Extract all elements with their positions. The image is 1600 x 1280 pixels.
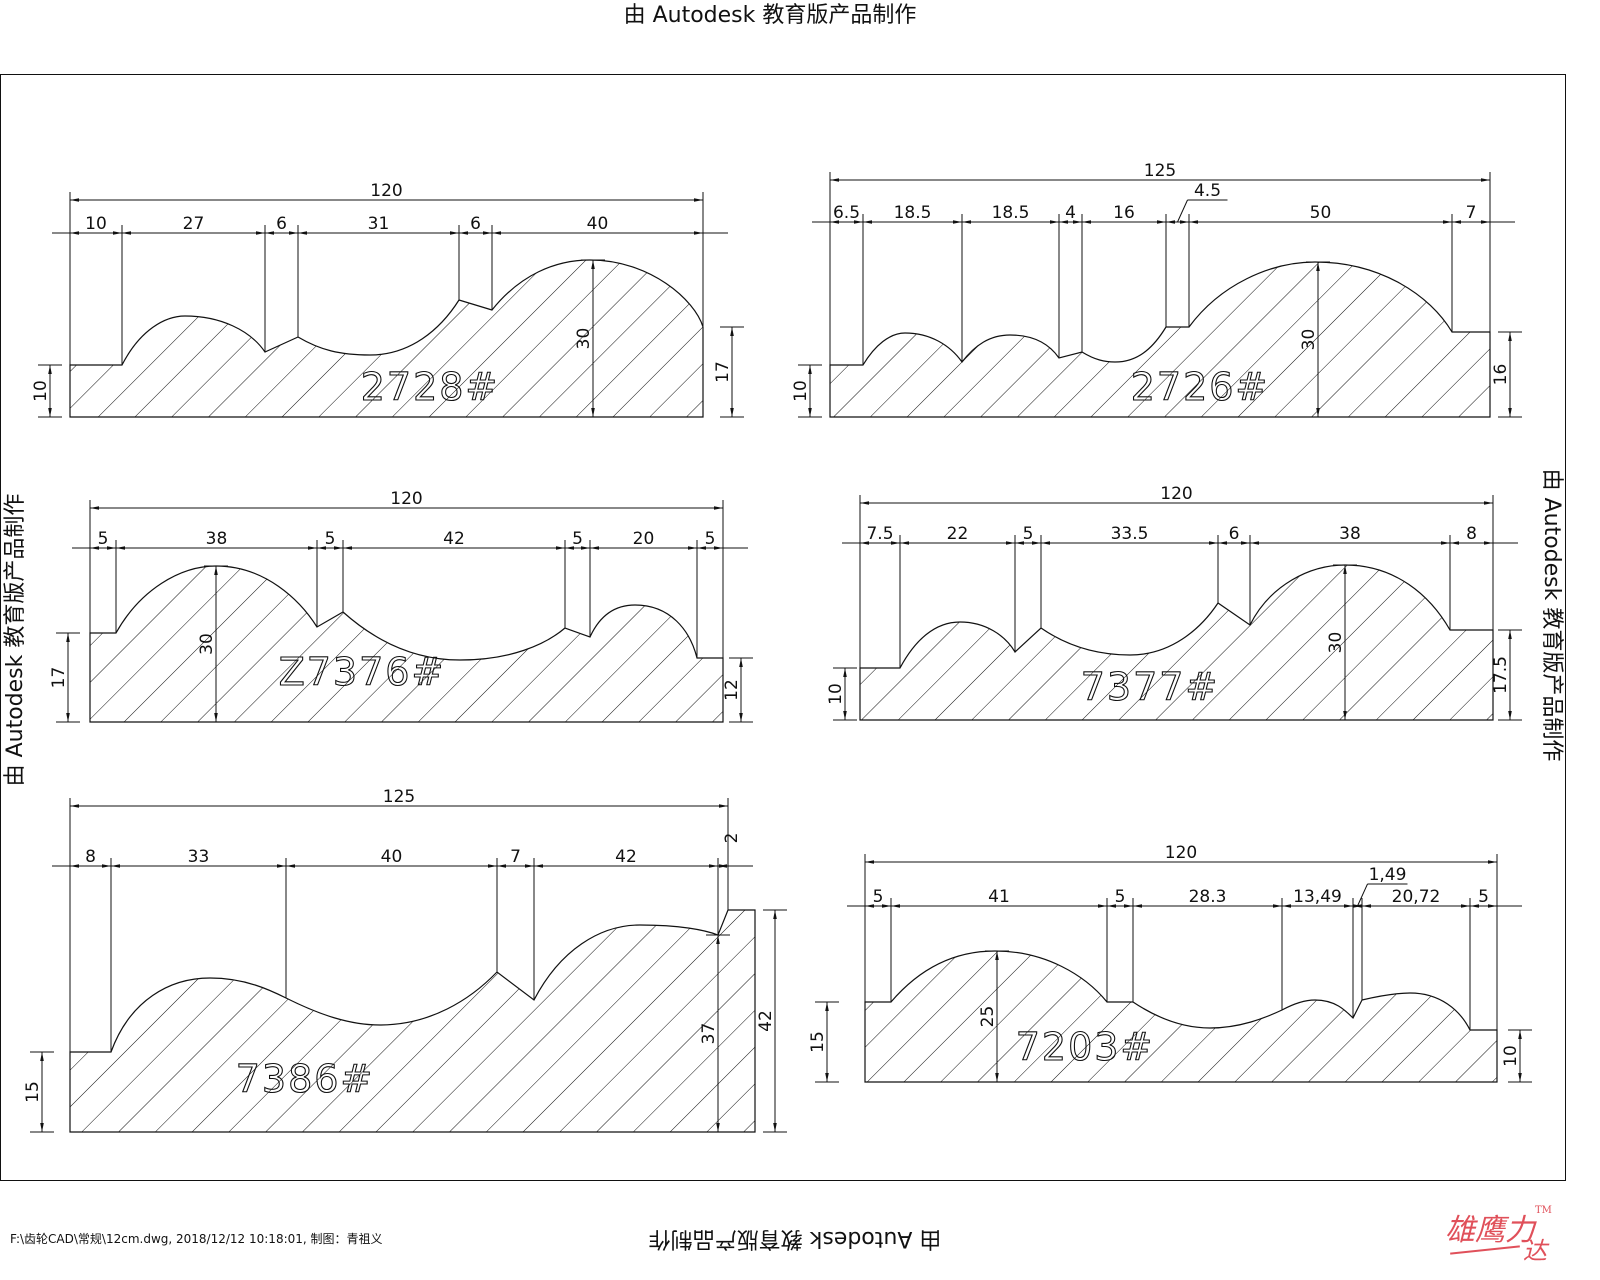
- right-height-dimension-label: 17.5: [1491, 656, 1511, 694]
- overall-dimension-label: 120: [390, 489, 422, 509]
- segment-dimension-label: 33: [188, 847, 210, 867]
- segment-dimension-label: 20: [633, 529, 655, 549]
- profile-id-label: 7386#: [236, 1057, 375, 1101]
- segment-dimension-label: 38: [1339, 524, 1361, 544]
- segment-dimension-label: 38: [206, 529, 228, 549]
- file-path-footer: F:\齿轮CAD\常规\12cm.dwg, 2018/12/12 10:18:0…: [10, 1232, 383, 1246]
- segment-dimension-label: 42: [615, 847, 637, 867]
- profile-height-dimension-label: 30: [197, 633, 217, 655]
- right-height-dimension-label: 10: [1501, 1045, 1521, 1067]
- watermark-left: 由 Autodesk 教育版产品制作: [3, 494, 28, 787]
- segment-dimension-label: 5: [572, 529, 583, 549]
- segment-dimension-label: 5: [98, 529, 109, 549]
- profile-height-dimension-label: 30: [1326, 632, 1346, 654]
- right-height-dimension-label: 37: [699, 1023, 719, 1045]
- leader-line: [1357, 883, 1368, 907]
- segment-dimension-label: 22: [947, 524, 969, 544]
- sheet-border: [0, 74, 1566, 1181]
- logo-sub-text: 达: [1523, 1237, 1547, 1265]
- watermark-top: 由 Autodesk 教育版产品制作: [624, 3, 917, 28]
- brand-logo: 雄鹰力TM 达: [1445, 1205, 1552, 1265]
- segment-dimension-label: 50: [1310, 203, 1332, 223]
- segment-dimension-label: 6.5: [833, 203, 860, 223]
- left-height-dimension-label: 15: [23, 1081, 43, 1103]
- segment-dimension-label: 33.5: [1111, 524, 1149, 544]
- molding-profile: [829, 261, 1491, 418]
- segment-dimension-label: 10: [85, 214, 107, 234]
- segment-dimension-label: 5: [325, 529, 336, 549]
- right-height-dimension-label: 12: [722, 679, 742, 701]
- left-height-dimension-label: 10: [826, 683, 846, 705]
- segment-dimension-label: 5: [1478, 887, 1489, 907]
- segment-dimension-label: 7: [510, 847, 521, 867]
- molding-profile: [69, 909, 756, 1133]
- profile-id-label: 7377#: [1081, 665, 1220, 709]
- overall-dimension-label: 125: [1144, 161, 1176, 181]
- segment-dimension-label: 1,49: [1369, 865, 1407, 885]
- left-height-dimension-label: 10: [791, 380, 811, 402]
- segment-dimension-label: 31: [368, 214, 390, 234]
- left-height-dimension-label: 10: [31, 380, 51, 402]
- profile-panel: 120 7.5 22 5 33.5 6 38 8 10 17.5 30 7377#: [826, 484, 1522, 721]
- molding-profile: [864, 950, 1498, 1083]
- left-height-dimension-label: 17: [49, 667, 69, 689]
- segment-dimension-label: 4.5: [1194, 181, 1221, 201]
- segment-dimension-label: 40: [587, 214, 609, 234]
- segment-dimension-label: 2: [722, 833, 742, 844]
- segment-dimension-label: 42: [443, 529, 465, 549]
- segment-dimension-label: 28.3: [1189, 887, 1227, 907]
- overall-dimension-label: 125: [383, 787, 415, 807]
- segment-dimension-label: 18.5: [894, 203, 932, 223]
- segment-dimension-label: 20,72: [1392, 887, 1441, 907]
- segment-dimension-label: 8: [1466, 524, 1477, 544]
- segment-dimension-label: 5: [1023, 524, 1034, 544]
- profile-height-dimension-label: 30: [1299, 329, 1319, 351]
- segment-dimension-label: 13,49: [1293, 887, 1342, 907]
- segment-dimension-label: 5: [873, 887, 884, 907]
- right-height-dimension-label: 17: [713, 361, 733, 383]
- profile-id-label: 7203#: [1016, 1025, 1155, 1069]
- logo-tm: TM: [1535, 1205, 1552, 1216]
- profile-height-dimension-label: 30: [574, 328, 594, 350]
- profile-id-label: 2726#: [1131, 365, 1270, 409]
- profile-id-label: 2728#: [361, 365, 500, 409]
- molding-profile: [859, 564, 1494, 721]
- segment-dimension-label: 40: [381, 847, 403, 867]
- left-height-dimension-label: 15: [808, 1031, 828, 1053]
- molding-profile: [89, 565, 724, 723]
- profile-panel: 120 10 27 6 31 6 40 10 17 30 2728#: [31, 181, 744, 418]
- profile-panel: 125 8 33 40 7 42 2 15 37 42 7386#: [23, 787, 787, 1133]
- profile-panel: 125 6.5 18.5 18.5 4 16 4.5 50 7 10 16 30 2726#: [791, 161, 1522, 418]
- leader-line: [1177, 199, 1188, 223]
- overall-dimension-label: 120: [370, 181, 402, 201]
- segment-dimension-label: 41: [988, 887, 1010, 907]
- profile-height-dimension-label: 25: [978, 1006, 998, 1028]
- segment-dimension-label: 6: [276, 214, 287, 234]
- logo-main-text: 雄鹰力: [1445, 1213, 1535, 1248]
- right-height-dimension-label: 42: [756, 1010, 776, 1032]
- watermark-right: 由 Autodesk 教育版产品制作: [1539, 469, 1564, 762]
- segment-dimension-label: 8: [85, 847, 96, 867]
- segment-dimension-label: 4: [1065, 203, 1076, 223]
- molding-profile: [69, 259, 704, 418]
- overall-dimension-label: 120: [1165, 843, 1197, 863]
- segment-dimension-label: 5: [705, 529, 716, 549]
- segment-dimension-label: 6: [470, 214, 481, 234]
- profile-id-label: Z7376#: [279, 650, 446, 694]
- segment-dimension-label: 6: [1229, 524, 1240, 544]
- segment-dimension-label: 5: [1115, 887, 1126, 907]
- segment-dimension-label: 27: [183, 214, 205, 234]
- right-height-dimension-label: 16: [1491, 364, 1511, 386]
- overall-dimension-label: 120: [1160, 484, 1192, 504]
- segment-dimension-label: 7: [1466, 203, 1477, 223]
- segment-dimension-label: 7.5: [866, 524, 893, 544]
- segment-dimension-label: 16: [1113, 203, 1135, 223]
- watermark-bottom: 由 Autodesk 教育版产品制作: [649, 1226, 942, 1251]
- segment-dimension-label: 18.5: [992, 203, 1030, 223]
